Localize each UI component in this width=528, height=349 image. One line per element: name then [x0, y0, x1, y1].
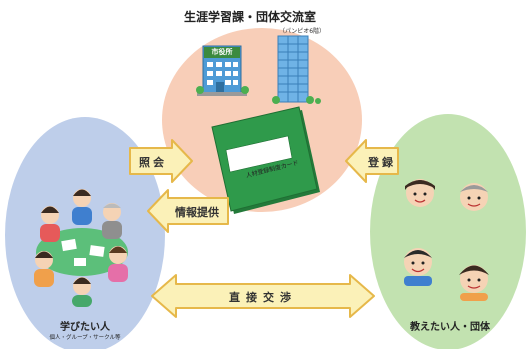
city-hall-sign: 市役所 — [211, 48, 233, 56]
info-arrow — [147, 189, 229, 233]
office-building-icon — [272, 35, 321, 104]
teacher-face-2 — [460, 183, 488, 211]
inquiry-label: 照会 — [139, 156, 167, 169]
office-title: 生涯学習課・団体交流室 — [183, 10, 316, 24]
teacher-face-3 — [404, 248, 432, 286]
learners-subtitle: 個人・グループ・サークル等 — [49, 335, 121, 341]
teacher-face-4 — [459, 265, 489, 301]
inquiry-arrow — [129, 139, 193, 183]
registration-card-icon — [211, 106, 320, 214]
direct-negotiation-label: 直接交渉 — [229, 291, 297, 304]
register-arrow — [345, 139, 399, 183]
teachers-faces-illustration — [404, 179, 489, 301]
learners-group-illustration — [34, 189, 128, 307]
register-label: 登録 — [368, 156, 396, 169]
teachers-title: 教えたい人・団体 — [410, 322, 490, 333]
city-hall-icon — [196, 45, 249, 96]
direct-arrow — [151, 274, 375, 318]
right-circle — [370, 114, 526, 349]
office-subtitle: （パンピオ6階） — [278, 28, 326, 35]
teacher-face-1 — [405, 179, 435, 207]
learners-title: 学びたい人 — [60, 322, 110, 333]
info-label: 情報提供 — [175, 206, 219, 219]
